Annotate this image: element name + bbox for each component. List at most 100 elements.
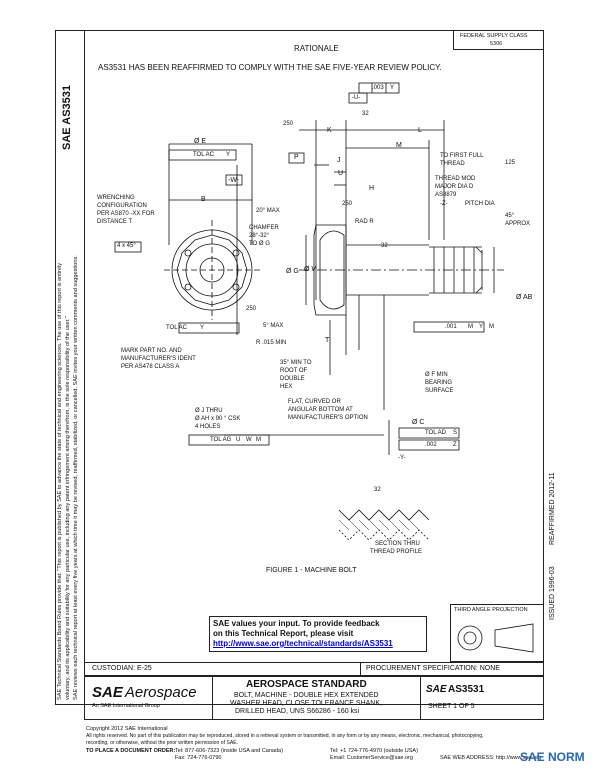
label-c: Ø C — [412, 419, 425, 426]
label-wrench-4: DISTANCE T — [97, 219, 133, 225]
custodian-divider — [360, 662, 361, 676]
sae-small-logo: SAE — [426, 684, 447, 695]
footer-copyright: Copyright 2012 SAE International — [86, 726, 168, 732]
left-margin-strip — [55, 30, 84, 705]
label-b: B — [201, 196, 206, 203]
label-datum-u2: U — [236, 437, 241, 443]
label-l: L — [418, 127, 422, 134]
label-j: J — [337, 157, 341, 164]
rationale-statement: AS3531 HAS BEEN REAFFIRMED TO COMPLY WIT… — [98, 63, 442, 72]
watermark-logo: SAE NORM — [520, 750, 585, 764]
label-t: T — [325, 337, 330, 344]
doc-number-vertical: SAE AS3531 — [61, 85, 73, 150]
label-section-1: SECTION THRU — [375, 541, 420, 547]
label-fmin-1: Ø F MIN — [425, 372, 448, 378]
label-datum-m1: M — [468, 324, 473, 330]
label-5max: 5° MAX — [263, 323, 284, 329]
label-m: M — [396, 142, 402, 149]
sheet-border — [84, 30, 544, 705]
label-flat-3: MANUFACTURER'S OPTION — [288, 415, 368, 421]
label-pitch-dia: PITCH DIA — [465, 201, 495, 207]
label-32-top: 32 — [362, 111, 369, 117]
footer-fax: Fax: 724-776-0790 — [175, 755, 222, 761]
sae-mark: SAE — [61, 127, 73, 150]
third-angle-symbol-icon — [457, 623, 534, 653]
feedback-line-1: SAE values your input. To provide feedba… — [213, 619, 380, 628]
standard-heading: AEROSPACE STANDARD — [246, 679, 367, 690]
label-r015: R .015 MIN — [256, 340, 287, 346]
label-tol-ac-2: TOL AC — [166, 325, 188, 331]
sheet-number: SHEET 1 OF 5 — [428, 703, 475, 710]
footer-tel-outside: Tel: +1 724-776-4970 (outside USA) — [330, 748, 418, 754]
legal-text-2: voluntary, and its applicability and sui… — [65, 316, 71, 700]
label-section-2: THREAD PROFILE — [370, 549, 423, 555]
footer-order-label: TO PLACE A DOCUMENT ORDER: — [86, 748, 176, 754]
label-datum-u: -U- — [352, 95, 361, 101]
label-chamfer-1: CHAMFER — [249, 225, 279, 231]
label-datum-y2: Y — [226, 152, 231, 158]
label-250-mid: 250 — [342, 201, 353, 207]
label-v: Ø V — [304, 266, 317, 273]
label-jthru-3: 4 HOLES — [195, 424, 221, 430]
footer-web: SAE WEB ADDRESS: http://www.sae.org — [440, 755, 542, 761]
issued-date: ISSUED 1996-03 — [549, 566, 556, 620]
label-thread-mod-2: MAJOR DIA D — [435, 184, 474, 190]
label-first-full: TO FIRST FULL — [440, 153, 484, 159]
fed-class-box — [453, 30, 544, 50]
label-35min-1: 35° MIN TO — [280, 360, 312, 366]
label-e: Ø E — [194, 138, 207, 145]
label-u: U — [338, 170, 344, 177]
footer-rights-2: recording, or otherwise, without the pri… — [86, 740, 239, 746]
figure-caption: FIGURE 1 - MACHINE BOLT — [266, 567, 357, 574]
label-jthru-2: Ø AH x 90 ° CSK — [195, 416, 241, 422]
label-datum-m3: M — [256, 437, 261, 443]
label-p: P — [294, 154, 299, 161]
label-wrench-3: PER AS870 -XX FOR — [97, 211, 155, 217]
doc-number-vertical-text: AS3531 — [61, 84, 73, 125]
label-datum-m2: M — [489, 324, 494, 330]
label-datum-w: W — [246, 437, 252, 443]
custodian-row — [84, 662, 544, 676]
label-tol-ag: TOL AG — [210, 437, 232, 443]
title-divider-2 — [420, 676, 421, 720]
footer-tel: Tel: 877-606-7323 (inside USA and Canada… — [175, 748, 283, 754]
label-mark-1: MARK PART NO. AND — [121, 348, 182, 354]
label-datum-y4: Y — [479, 324, 484, 330]
label-chamfer-3: TO Ø G — [249, 241, 270, 247]
label-250-low: 250 — [246, 306, 257, 312]
label-35min-4: HEX — [280, 384, 293, 390]
machine-bolt-drawing — [114, 82, 504, 541]
label-h: H — [369, 185, 375, 192]
label-tol-ad: TOL AD — [425, 430, 447, 436]
label-datum-y3: Y — [200, 325, 205, 331]
third-angle-label: THIRD ANGLE PROJECTION — [454, 607, 528, 613]
label-mark-3: PER AS478 CLASS A — [121, 364, 180, 370]
label-4x45: 4 x 45° — [117, 243, 136, 249]
label-250-top: 250 — [283, 121, 294, 127]
label-datum-z: -Z- — [440, 201, 448, 207]
feedback-link[interactable]: http://www.sae.org/technical/standards/A… — [213, 639, 393, 648]
label-datum-y: Y — [390, 85, 395, 91]
label-32-section: 32 — [374, 487, 381, 493]
label-tol-003: .003 — [372, 85, 384, 91]
label-thread-mod-3: AS8879 — [435, 192, 457, 198]
title-block — [84, 676, 544, 720]
custodian-label: CUSTODIAN: E-25 — [92, 665, 152, 672]
label-w: -W- — [228, 177, 240, 184]
title-line-2: WASHER HEAD, CLOSE TOLERANCE SHANK, — [230, 700, 382, 707]
title-line-1: BOLT, MACHINE - DOUBLE HEX EXTENDED — [234, 692, 379, 699]
label-45deg: 45° — [505, 213, 515, 219]
label-35min-3: DOUBLE — [280, 376, 305, 382]
label-32-mid: 32 — [381, 243, 388, 249]
label-wrench-2: CONFIGURATION — [97, 203, 147, 209]
label-125: 125 — [505, 160, 516, 166]
label-flat-2: ANGULAR BOTTOM AT — [288, 407, 353, 413]
label-g: Ø G — [286, 268, 299, 275]
footer-rights: All rights reserved. No part of this pub… — [86, 733, 484, 739]
label-thread-word: THREAD — [440, 161, 465, 167]
title-divider-1 — [212, 676, 213, 720]
brand-sub: An SAE International Group — [92, 703, 160, 709]
sae-logo-text: SAE — [92, 684, 123, 701]
label-datum-y5: -Y- — [398, 455, 406, 461]
label-chamfer-2: 28°-32° — [249, 233, 270, 239]
